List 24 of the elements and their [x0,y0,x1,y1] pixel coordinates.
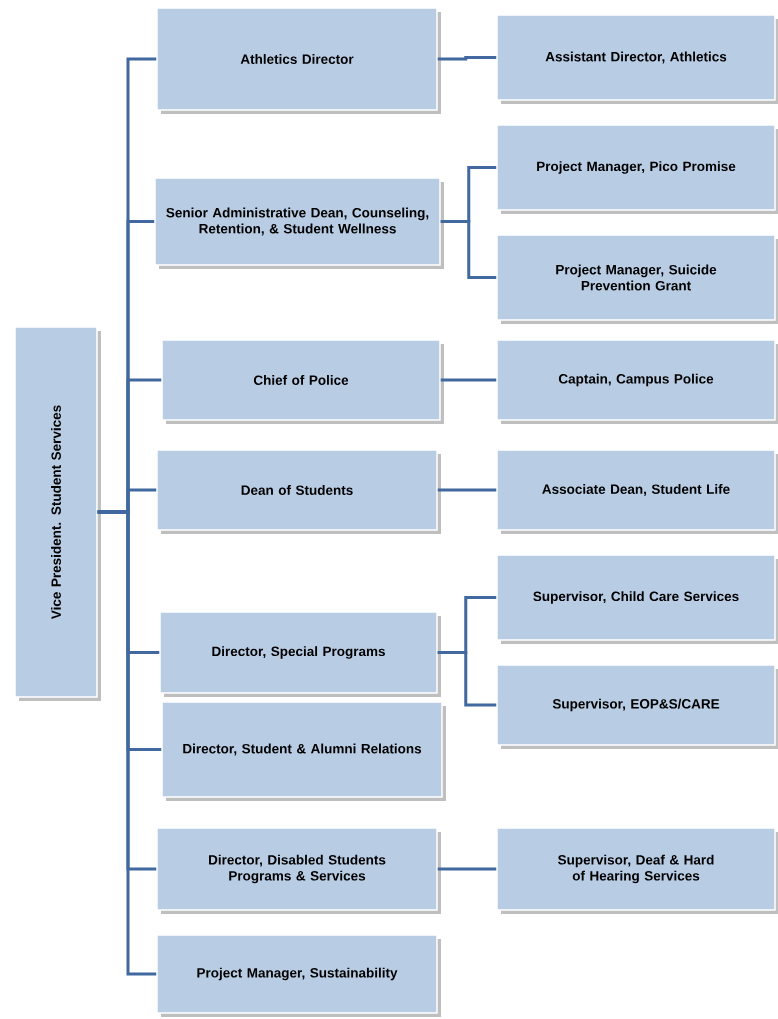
position-box: Captain, Campus Police [496,339,778,424]
position-box: Director, Student & Alumni Relations [161,701,446,801]
connector-line [97,510,157,976]
position-box: Senior Administrative Dean, Counseling, Retention, & Student Wellness [154,177,444,269]
connector-line [437,488,497,492]
position-box: Director, Disabled Students Programs & Services [156,827,441,914]
title-box: Vice President. Student Services [14,326,101,701]
position-box: Supervisor, Child Care Services [496,554,778,644]
position-box: Assistant Director, Athletics [496,14,778,104]
position-box: Associate Dean, Student Life [496,449,778,534]
position-box: Supervisor, Deaf & Hard of Hearing Services [496,827,778,914]
position-box: Project Manager, Pico Promise [496,124,778,214]
connector-line [437,867,497,871]
position-box: Supervisor, EOP&S/CARE [496,664,778,749]
connector-line [440,220,497,279]
connector-line [437,56,497,61]
position-box: Dean of Students [156,449,441,534]
position-box: Athletics Director [156,7,441,114]
connector-line [437,651,497,707]
connector-line [440,378,497,382]
position-box: Chief of Police [161,339,444,424]
position-box: Project Manager, Sustainability [156,934,441,1017]
position-box: Project Manager, Suicide Prevention Grant [496,234,778,324]
position-box: Director, Special Programs [159,611,441,697]
